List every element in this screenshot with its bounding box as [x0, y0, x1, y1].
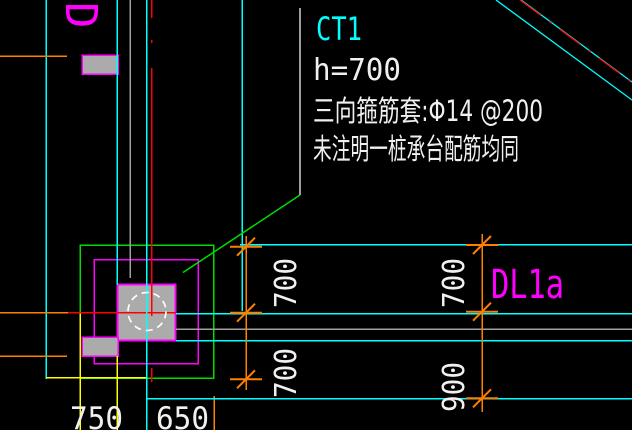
annotation-leader [182, 8, 301, 274]
diagonal-grid-lines [495, 0, 632, 101]
beam-label-vertical-partial: D [55, 2, 106, 29]
dim-bottom-left: 750 [70, 401, 123, 430]
horizontal-lines [0, 55, 632, 400]
dim-ticks [230, 235, 498, 409]
dim-bottom-right: 650 [156, 401, 209, 430]
cap-label: CT1 [316, 10, 362, 48]
annotation-block: CT1 h=700 三向箍筋套:Φ14 @200 未注明一桩承台配筋均同 [313, 10, 543, 166]
dim-left-lower: 700 [269, 348, 304, 398]
vertical-lines [45, 0, 243, 430]
dimension-lines [230, 234, 498, 412]
diagonal-red-dashed-centerline [519, 0, 632, 84]
general-note: 未注明一桩承台配筋均同 [313, 132, 519, 166]
dim-left-upper: 700 [269, 258, 304, 308]
dim-right-lower: 900 [437, 362, 472, 412]
small-column-stub [81, 336, 119, 358]
cap-height-note: h=700 [313, 53, 401, 88]
stirrup-note: 三向箍筋套:Φ14 @200 [313, 94, 543, 128]
beam-label-dl1a: DL1a [491, 262, 564, 308]
pile-circle-dashed [127, 291, 167, 332]
top-column-stub [81, 54, 119, 76]
leader-diagonal-green [182, 194, 301, 274]
dimension-texts: 700 700 700 900 750 650 [70, 258, 472, 430]
diagonal-cyan-lower [495, 0, 632, 101]
dim-right-upper: 700 [437, 258, 472, 308]
